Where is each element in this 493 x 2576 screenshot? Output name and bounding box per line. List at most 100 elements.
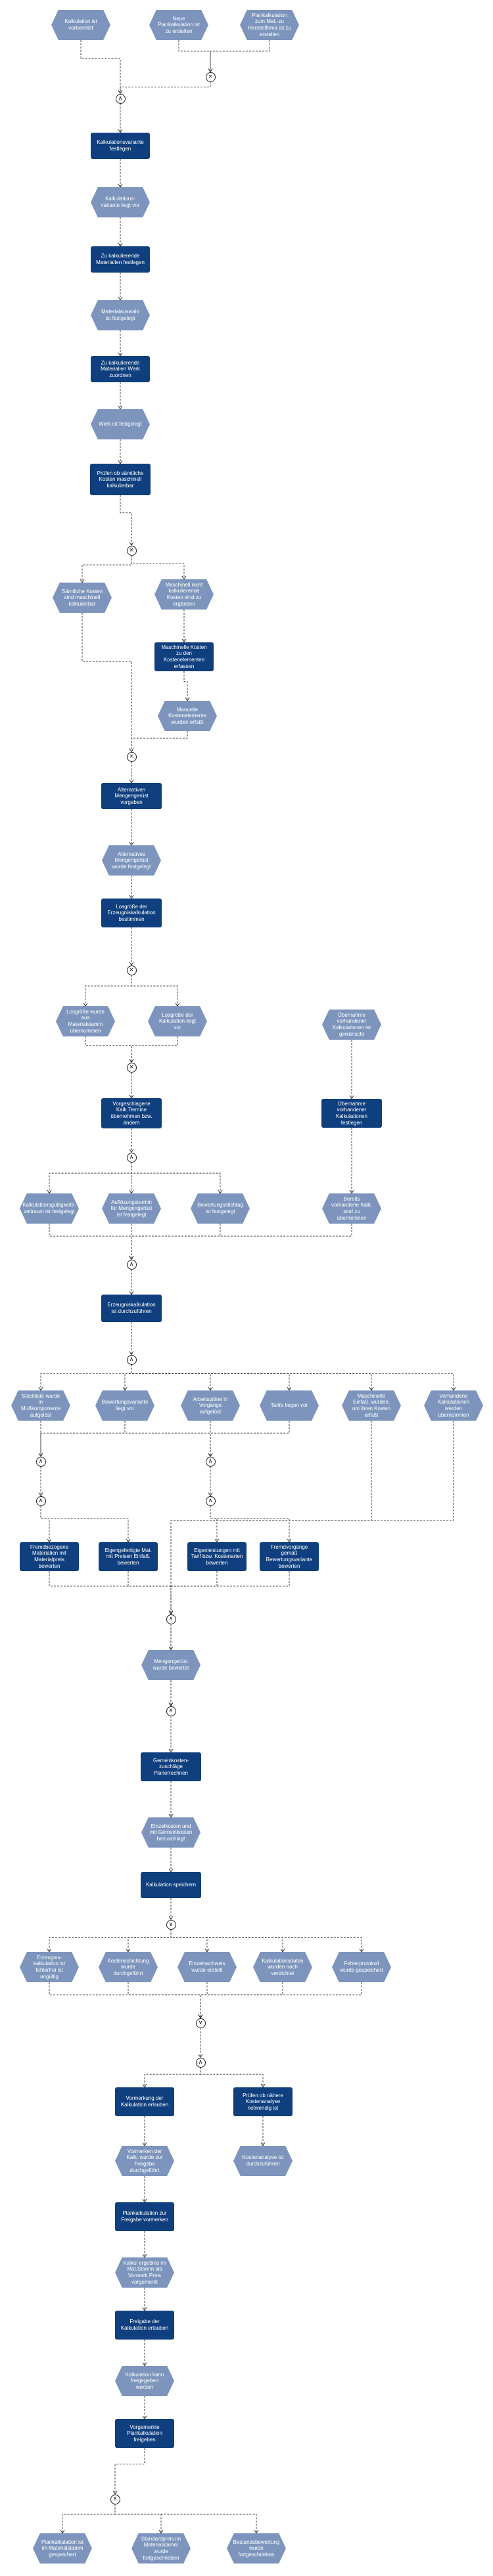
flow-edge xyxy=(170,1571,290,1614)
function-node: Erzeugniskalkulation ist durchzuführen xyxy=(101,1295,162,1322)
event-node: Neue Plankalkulation ist zu erstellen xyxy=(149,10,208,40)
event-node: Materialauswahl ist festgelegt xyxy=(91,300,150,330)
event-node: Stückliste wurde in Mußkomponente aufgel… xyxy=(11,1390,70,1421)
flow-edge xyxy=(80,40,121,94)
flow-edge xyxy=(200,1982,362,2018)
function-node: Fremdvorgänge gemäß Bewertungsvariante b… xyxy=(260,1542,319,1571)
function-node: Zu kalkulierende Materialien festlegen xyxy=(91,246,150,273)
event-node: Bewertungsstichtag ist festgelegt xyxy=(191,1193,250,1224)
flow-edge xyxy=(131,975,178,1006)
flow-edge xyxy=(131,1036,178,1063)
flow-edge xyxy=(210,1505,218,1542)
or-connector: ∨ xyxy=(195,2018,206,2028)
flow-edge xyxy=(131,1224,352,1260)
event-node: Mengengerüst wurde bewertet xyxy=(141,1650,200,1680)
event-node: Kostenanalyse ist durchzuführen xyxy=(233,2146,293,2176)
and-connector: ∧ xyxy=(126,1259,137,1270)
event-node: Kalkulationsgültigkeits-zeitraum ist fes… xyxy=(20,1193,79,1224)
function-node: Kalkulationsvariante festlegen xyxy=(91,133,150,159)
flow-edge xyxy=(210,40,270,72)
flow-edge xyxy=(114,2448,145,2495)
flow-edge xyxy=(128,1571,172,1614)
and-connector: ∧ xyxy=(126,1354,137,1365)
event-node: Manuelle Kostenelemente wurden erfaßt xyxy=(158,701,217,731)
event-node: Kalkül ergebnis im Mat.Stamm als Vormerk… xyxy=(115,2257,174,2288)
function-node: Prüfen ob sämtliche Kosten maschinell ka… xyxy=(90,464,151,495)
event-node: Einzelkosten und mit Gemeinkosten bezusc… xyxy=(141,1817,200,1848)
and-connector: ∧ xyxy=(195,2057,206,2068)
event-node: Vormerken der Kalk. wurde zur Freigabe d… xyxy=(115,2146,174,2176)
flow-edge xyxy=(85,975,132,1006)
event-node: Erzeugnis-kalkulation ist fehlerfrei ist… xyxy=(20,1952,79,1982)
flow-edge xyxy=(183,671,188,701)
flow-edge xyxy=(131,1364,454,1390)
flow-edge xyxy=(131,731,188,752)
and-connector: ∧ xyxy=(35,1496,46,1506)
event-node: Alternatives Mengengerüst wurde festgele… xyxy=(102,845,161,876)
flow-edge xyxy=(40,1505,129,1542)
function-node: Maschinelle Kosten zu den Kostenelemente… xyxy=(154,642,214,671)
flow-edge xyxy=(82,613,132,752)
event-node: Kalkulationsdaten wurden nach verdichtet xyxy=(253,1952,312,1982)
event-node: Fehlerprotokoll wurde gespeichert xyxy=(332,1952,391,1982)
function-node: Eigenleistungen mit Tarif bzw. Kostenart… xyxy=(187,1542,246,1571)
flow-edge xyxy=(49,1571,172,1614)
function-node: Gemeinkosten-zuschläge Planerrechnen xyxy=(141,1752,201,1781)
event-node: Auflösungstermin für Mengengerüst ist fe… xyxy=(102,1193,161,1224)
xor-connector: × xyxy=(126,751,137,762)
xor-connector: × xyxy=(205,72,216,82)
event-node: Maschinelle Einfaß. wurden, um ihren Kos… xyxy=(342,1390,401,1421)
function-node: Übernahme vorhandener Kalkulationen fest… xyxy=(321,1099,382,1128)
xor-connector: × xyxy=(126,1062,137,1073)
flow-edge xyxy=(120,81,211,94)
flow-edge xyxy=(170,1929,362,1952)
and-connector: ∧ xyxy=(205,1496,216,1506)
function-node: Losgröße der Erzeugniskalkulation bestim… xyxy=(101,899,162,927)
event-node: Tarife liegen vor xyxy=(260,1390,319,1421)
and-connector: ∧ xyxy=(166,1706,176,1716)
function-node: Vormerkung der Kalkulation erlauben xyxy=(115,2087,174,2116)
and-connector: ∧ xyxy=(35,1456,46,1467)
event-node: Plankalkulation ist im Materialstamm ges… xyxy=(33,2533,92,2564)
flow-edge xyxy=(170,1421,372,1706)
flow-edge xyxy=(210,1421,290,1457)
function-node: Vorgemerkte Plankalkulation freigeben xyxy=(115,2419,174,2448)
function-node: Kalkulation speichern xyxy=(141,1872,201,1898)
and-connector: ∧ xyxy=(115,93,126,104)
flow-edge xyxy=(49,1162,132,1193)
xor-connector: × xyxy=(126,545,137,556)
event-node: Maschinell nicht kalkulierende Kosten si… xyxy=(154,579,214,610)
event-node: Losgröße wurde aus Materialstamm übernom… xyxy=(56,1006,115,1036)
function-node: Vorgeschlagene Kalk.Termine übernehmen b… xyxy=(101,1098,162,1128)
flow-edge xyxy=(131,555,185,579)
event-node: Losgröße der Kalkulation liegt vor xyxy=(148,1006,207,1036)
and-connector: ∧ xyxy=(126,1152,137,1163)
event-node: Standardpreis im Materialstamm wurde for… xyxy=(131,2533,191,2564)
event-node: Sämtliche Kosten sind maschinell kalkuli… xyxy=(53,583,112,613)
xor-connector: × xyxy=(126,965,137,975)
event-node: Arbeitspläne in Vorgänge aufgelöst xyxy=(181,1390,240,1421)
function-node: Plankalkulation zur Freigabe vormerken xyxy=(115,2202,174,2231)
event-node: Bereits vorhandene Kalk. sind zu überneh… xyxy=(322,1193,381,1224)
event-node: Plankalkulation zum Mat.-zu Herstellfirm… xyxy=(240,10,299,40)
flow-edge xyxy=(120,495,132,546)
event-node: Kalkulation kann freigegeben werden xyxy=(115,2366,174,2396)
event-node: Einzelnachweis wurde erstellt xyxy=(177,1952,237,1982)
function-node: Fremdbezogene Materialien mit Materialpr… xyxy=(20,1542,79,1571)
event-node: Kostenschichtung wurde durchgeführt xyxy=(99,1952,158,1982)
function-node: Prüfen ob nähere Kostenanalyse notwendig… xyxy=(233,2087,293,2116)
function-node: Eigengefertigte Mat. mit Preisen Einfaß.… xyxy=(99,1542,158,1571)
event-node: Übernahme vorhandener Kalkulationen ist … xyxy=(322,1010,381,1040)
and-connector: ∧ xyxy=(205,1456,216,1467)
function-node: Zu kalkulierende Materialien Werk zuordn… xyxy=(91,356,150,382)
function-node: Alternativen Mengengerüst vorgeben xyxy=(101,783,162,809)
event-node: Vorhandene Kalkulationen werden übernomm… xyxy=(424,1390,483,1421)
flow-edge xyxy=(200,2067,264,2087)
and-connector: ∧ xyxy=(166,1614,176,1624)
or-connector: ∨ xyxy=(166,1919,176,1930)
event-node: Kalkulation ist vorbereitet xyxy=(51,10,110,40)
event-node: Werk ist festgelegt xyxy=(91,409,150,439)
and-connector: ∧ xyxy=(110,2494,120,2504)
